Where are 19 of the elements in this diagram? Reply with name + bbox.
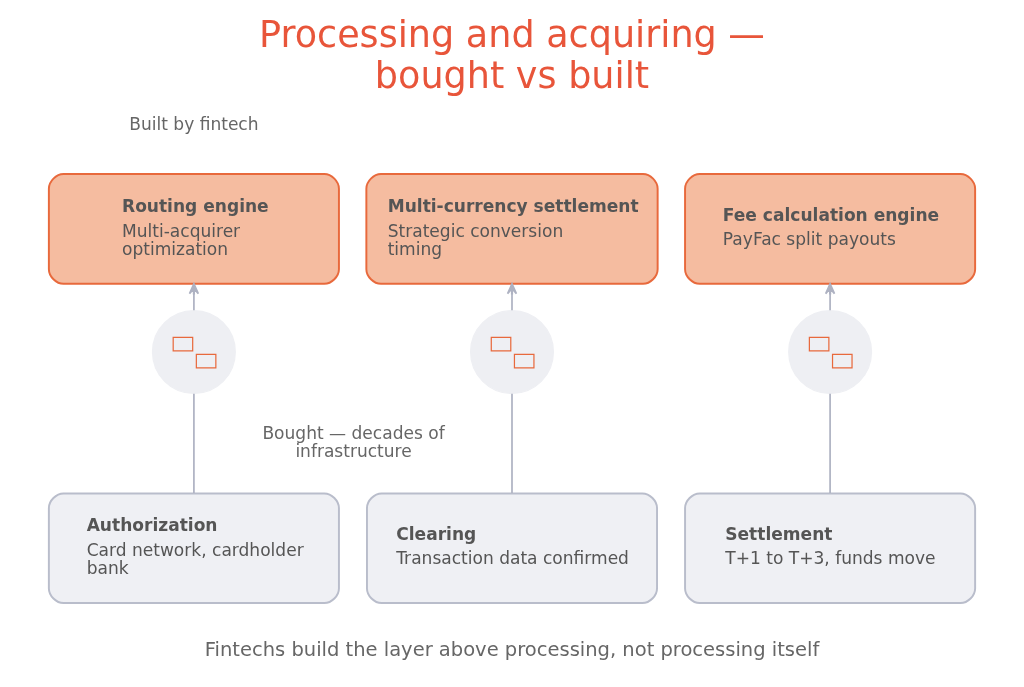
connector <box>193 392 195 494</box>
node-box: Routing engine Multi-acquirer optimization <box>47 173 340 285</box>
node-box: Authorization Card network, cardholder bank <box>47 492 340 605</box>
node-picture <box>788 309 873 395</box>
diagram-title: Processing and acquiring — bought vs built <box>259 13 765 97</box>
connector <box>511 392 513 494</box>
arrow <box>188 283 200 312</box>
label: Bought — decades of infrastructure <box>262 422 445 462</box>
caption: Fintechs build the layer above processing, not processing itself <box>204 638 820 662</box>
arrow <box>506 283 518 312</box>
connector <box>829 392 831 494</box>
node-box: Settlement T+1 to T+3, funds move <box>684 492 977 605</box>
node-picture <box>469 309 555 395</box>
node-box: Fee calculation engine PayFac split payouts <box>684 173 977 285</box>
node-box: Multi-currency settlement Strategic conversion timing <box>365 173 659 285</box>
arrow <box>824 283 836 312</box>
label: Built by fintech <box>129 113 259 134</box>
node-picture <box>151 309 236 395</box>
node-box: Clearing Transaction data confirmed <box>366 492 658 605</box>
